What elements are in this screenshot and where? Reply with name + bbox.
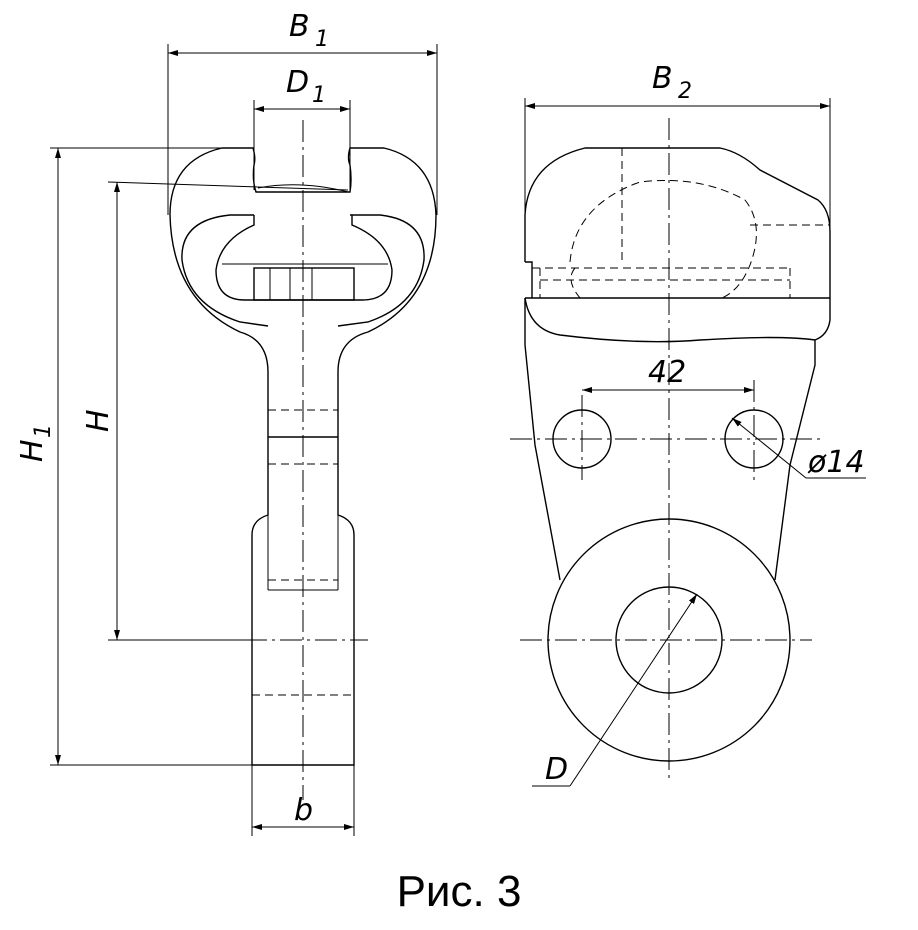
dim-b2: B 2 (524, 61, 831, 262)
dim-h1-sub: 1 (31, 424, 56, 438)
dim-b1-letter: B (289, 9, 310, 44)
dim-b1: B 1 (167, 9, 438, 215)
dim-b2-letter: B (652, 61, 673, 96)
dim-h1-letter: H (15, 439, 50, 462)
dim-b: b (251, 765, 355, 836)
dim-h1: H 1 (15, 147, 253, 766)
dim-b2-sub: 2 (678, 79, 692, 104)
dim-hole: ø14 (731, 417, 866, 480)
dim-hole-value: ø14 (807, 445, 865, 480)
dim-spacing: 42 (582, 355, 754, 393)
dim-d-letter: D (545, 752, 568, 787)
side-view (510, 118, 831, 780)
dim-h: H (81, 181, 349, 641)
dim-d: D (532, 593, 698, 787)
front-inner-ring (215, 215, 393, 301)
dim-b1-sub: 1 (315, 27, 329, 52)
side-head-outline (524, 147, 831, 581)
front-view (169, 120, 437, 800)
dim-h-letter: H (81, 409, 116, 432)
dim-b-letter: b (294, 793, 313, 828)
front-inner-slot (181, 214, 425, 327)
dim-d1: D 1 (253, 65, 351, 190)
figure-caption: Рис. 3 (396, 867, 522, 916)
dim-d1-sub: 1 (312, 83, 326, 108)
dim-spacing-value: 42 (648, 355, 686, 390)
front-pin (253, 267, 355, 301)
front-head-outline (169, 147, 437, 766)
dim-d1-letter: D (286, 65, 309, 100)
